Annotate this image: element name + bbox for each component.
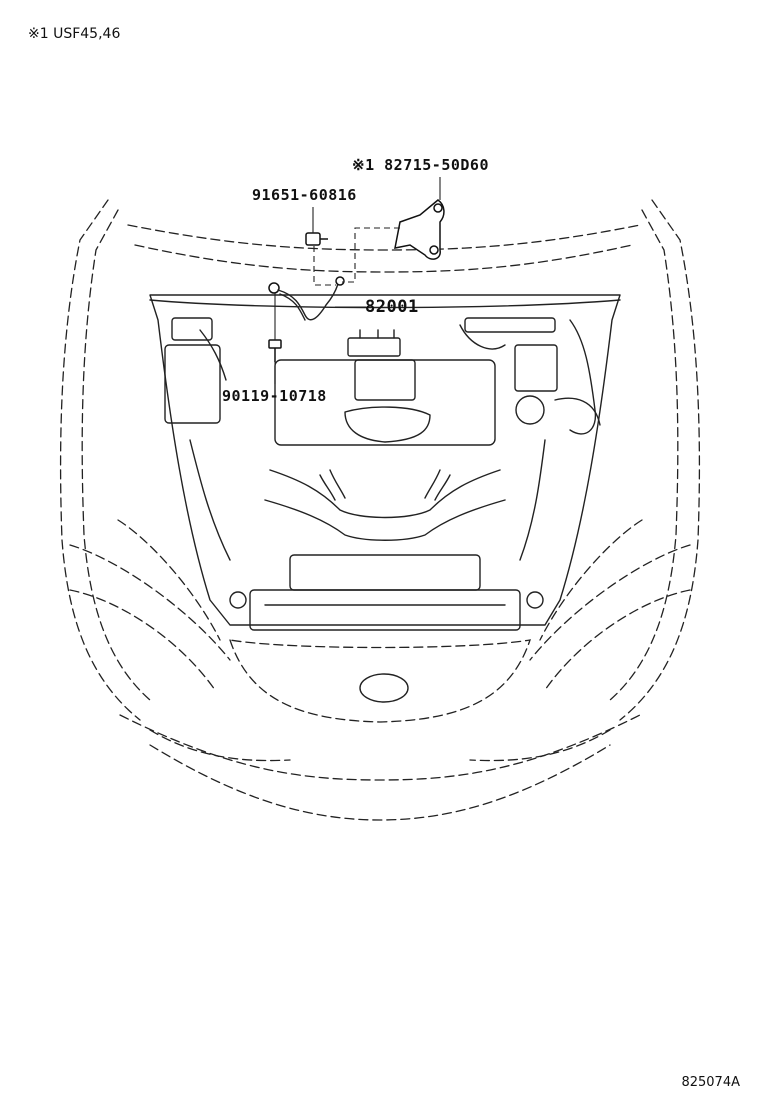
- part-label-91651: 91651-60816: [252, 186, 357, 204]
- part-label-90119: 90119-10718: [222, 387, 327, 405]
- engine-bay-outline: [149, 294, 621, 631]
- part-label-82715: ※1 82715-50D60: [352, 156, 489, 174]
- leader-lines: [274, 177, 441, 384]
- bolt-91651-part: [305, 232, 328, 246]
- figure-id: 825074A: [681, 1075, 740, 1090]
- car-body-outline: [59, 199, 701, 821]
- wire-82001-part: [268, 276, 345, 321]
- applicability-note: ※1 USF45,46: [28, 26, 121, 42]
- bolt-90119-part: [268, 339, 282, 362]
- bracket-82715-part: [394, 199, 445, 260]
- part-label-82001: 82001: [365, 297, 419, 317]
